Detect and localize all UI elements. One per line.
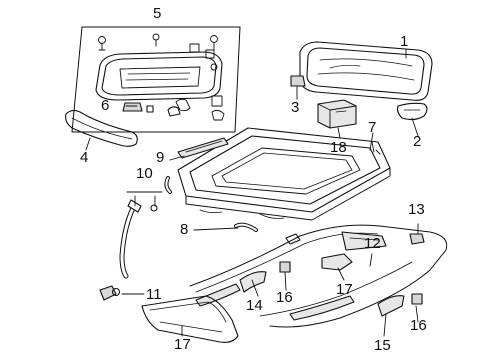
part-8-hose (164, 176, 258, 232)
part-16-plug-a (279, 261, 291, 273)
callout-2: 2 (413, 133, 422, 150)
callout-16-left: 16 (276, 289, 293, 306)
callout-14: 14 (246, 297, 263, 314)
part-2-bracket (396, 102, 428, 121)
part-16-plug-b (411, 293, 423, 305)
callout-1: 1 (400, 33, 409, 50)
drive-rails-cables (189, 224, 448, 328)
callout-11: 11 (146, 286, 162, 303)
callout-12: 12 (364, 235, 381, 252)
part-10-drain-tube (119, 199, 158, 279)
callout-9: 9 (156, 149, 165, 166)
part-7-frame (177, 127, 391, 221)
part-9-strip (177, 137, 229, 159)
part-1-glass-panel (299, 41, 433, 101)
callout-18: 17 (336, 281, 353, 298)
callout-4: 4 (80, 149, 89, 166)
part-6-clip (122, 102, 181, 117)
callout-3: 3 (291, 99, 300, 116)
callout-7: 7 (368, 119, 377, 136)
callout-6: 6 (101, 97, 110, 114)
callout-16-right: 16 (410, 317, 427, 334)
part-19-motor (317, 99, 357, 129)
part-17-rear-rail (141, 295, 239, 343)
callout-19: 18 (330, 139, 347, 156)
callout-17: 17 (174, 336, 191, 353)
part-13-clip (409, 233, 425, 245)
part-4-deflector (65, 109, 138, 147)
callout-10: 10 (136, 165, 153, 182)
part-15-bracket (377, 295, 405, 317)
sunshade-panel (95, 51, 223, 101)
sunshade-kit-box (71, 26, 241, 133)
callout-13: 13 (408, 201, 425, 218)
callout-5: 5 (153, 5, 162, 22)
part-3-seal (290, 75, 306, 87)
callout-15: 15 (374, 337, 391, 354)
callout-8: 8 (180, 221, 189, 238)
kit-fasteners (98, 33, 225, 121)
part-11-valve (99, 285, 121, 301)
leader-lines (85, 48, 419, 337)
